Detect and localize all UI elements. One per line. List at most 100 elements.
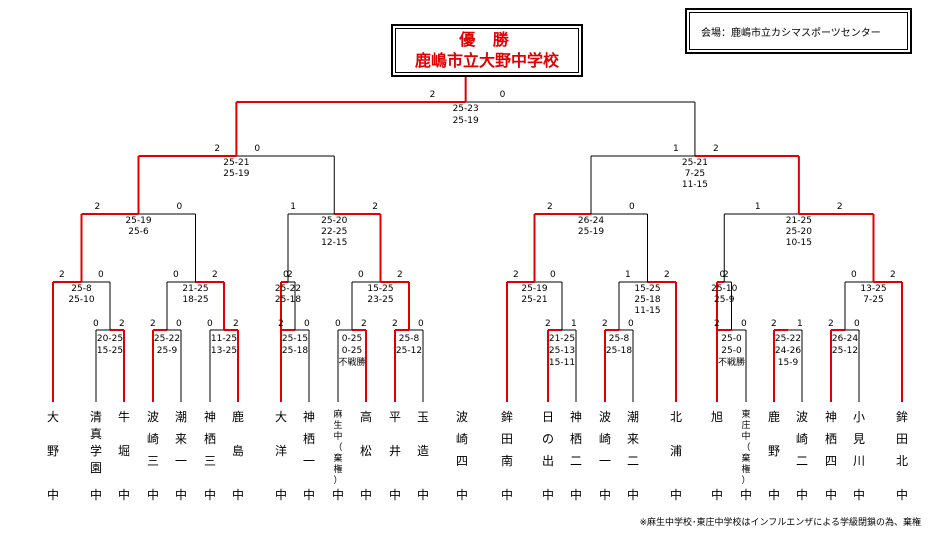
final-set-score: 25-19 [452, 116, 479, 126]
team-suffix: 中 [795, 488, 808, 502]
team-suffix: 中 [710, 488, 723, 502]
r1-set-score: 25-12 [395, 346, 423, 356]
r2-score-b: 2 [397, 270, 403, 280]
r2-set-score: 7-25 [863, 295, 884, 305]
r1-score-a: 2 [602, 319, 608, 329]
r1-set-score: 21-25 [548, 334, 576, 344]
r1-set-score: 20-25 [96, 334, 124, 344]
team-suffix: 中 [824, 488, 837, 502]
r1-set-score: 26-24 [831, 334, 859, 344]
r2-set-score: 25-21 [521, 295, 548, 305]
r4-score-a: 2 [214, 144, 221, 154]
r1-score-a: 2 [150, 319, 156, 329]
r3-set-score: 25-6 [128, 227, 149, 237]
r1-set-score: 25-18 [281, 346, 309, 356]
final-score-a: 2 [429, 90, 436, 100]
team-suffix: 中 [89, 488, 102, 502]
team-suffix: 中 [739, 488, 752, 502]
r3-score-a: 2 [547, 202, 553, 212]
r3-set-score: 25-20 [785, 227, 812, 237]
r2-score-a: 2 [287, 270, 293, 280]
team-suffix: 中 [117, 488, 130, 502]
venue-box: 会場：鹿嶋市立カシマスポーツセンター [685, 8, 912, 54]
r2-set-score: 18-25 [182, 295, 209, 305]
r1-score-b: 0 [304, 319, 310, 329]
r2-score-a: 0 [173, 270, 179, 280]
r2-set-score: 11-15 [634, 306, 661, 316]
team-suffix: 中 [541, 488, 554, 502]
r1-set-score: 25-22 [774, 334, 802, 344]
team-suffix: 中 [895, 488, 908, 502]
team-suffix: 中 [852, 488, 865, 502]
r2-score-b: 2 [212, 270, 218, 280]
team-suffix: 中 [626, 488, 639, 502]
team-suffix: 中 [500, 488, 513, 502]
r1-set-score: 0-25 [341, 334, 363, 344]
r2-set-score: 21-25 [182, 284, 209, 294]
r4-set-score: 25-21 [681, 158, 709, 168]
r1-score-a: 0 [93, 319, 99, 329]
r1-set-score: 25-9 [156, 346, 178, 356]
r2-set-score: 25-9 [714, 295, 735, 305]
r1-score-b: 2 [119, 319, 125, 329]
r1-note: 不戦勝 [717, 358, 745, 368]
r1-score-b: 0 [628, 319, 634, 329]
r3-set-score: 26-24 [577, 216, 605, 226]
r1-note: 不戦勝 [338, 358, 366, 368]
r3-set-score: 12-15 [321, 238, 348, 248]
r2-score-b: 2 [664, 270, 670, 280]
team-suffix: 中 [302, 488, 315, 502]
r1-set-score: 25-0 [721, 346, 742, 356]
r1-score-a: 0 [335, 319, 341, 329]
r2-set-score: 13-25 [860, 284, 887, 294]
r1-score-b: 2 [361, 319, 367, 329]
team-suffix: 中 [416, 488, 429, 502]
footnote: ※麻生中学校･東庄中学校はインフルエンザによる学級閉鎖の為、棄権 [639, 518, 921, 528]
r2-set-score: 25-8 [71, 284, 92, 294]
r2-score-a: 0 [358, 270, 364, 280]
r3-set-score: 25-19 [577, 227, 605, 237]
r4-score-b: 2 [712, 144, 719, 154]
r2-set-score: 15-25 [367, 284, 394, 294]
r1-score-a: 2 [545, 319, 551, 329]
r3-set-score: 21-25 [785, 216, 812, 226]
r2-score-a: 2 [59, 270, 65, 280]
r1-score-a: 2 [771, 319, 777, 329]
r4-score-a: 1 [672, 144, 679, 154]
r3-score-b: 2 [372, 202, 378, 212]
team-suffix: 中 [274, 488, 287, 502]
r1-set-score: 25-12 [831, 346, 859, 356]
r1-set-score: 25-13 [548, 346, 576, 356]
r2-set-score: 25-18 [274, 295, 302, 305]
r1-score-b: 1 [797, 319, 803, 329]
r3-set-score: 25-20 [321, 216, 348, 226]
r1-set-score: 25-18 [605, 346, 633, 356]
r2-score-a: 0 [851, 270, 857, 280]
r4-score-b: 0 [254, 144, 261, 154]
team-suffix: 中 [46, 488, 59, 502]
team-suffix: 中 [359, 488, 372, 502]
r3-score-a: 1 [754, 202, 761, 212]
team-suffix: 中 [455, 488, 468, 502]
r2-score-b: 0 [98, 270, 104, 280]
r1-score-b: 0 [854, 319, 860, 329]
champion-title: 優 勝 [459, 30, 515, 49]
r1-score-b: 2 [233, 319, 239, 329]
r2-score-b: 2 [890, 270, 896, 280]
r1-score-b: 1 [571, 319, 577, 329]
r2-score-a: 1 [625, 270, 631, 280]
final-set-score: 25-23 [452, 104, 479, 114]
r2-set-score: 15-25 [634, 284, 661, 294]
r1-score-a: 2 [278, 319, 284, 329]
r4-set-score: 7-25 [684, 169, 706, 179]
r1-set-score: 15-25 [96, 346, 124, 356]
r2-set-score: 25-10 [68, 295, 95, 305]
r1-score-a: 0 [207, 319, 213, 329]
r1-score-b: 0 [418, 319, 424, 329]
r2-set-score: 25-22 [274, 284, 302, 294]
r1-set-score: 11-25 [210, 334, 238, 344]
r2-score-a: 2 [723, 270, 729, 280]
r1-set-score: 25-8 [398, 334, 420, 344]
